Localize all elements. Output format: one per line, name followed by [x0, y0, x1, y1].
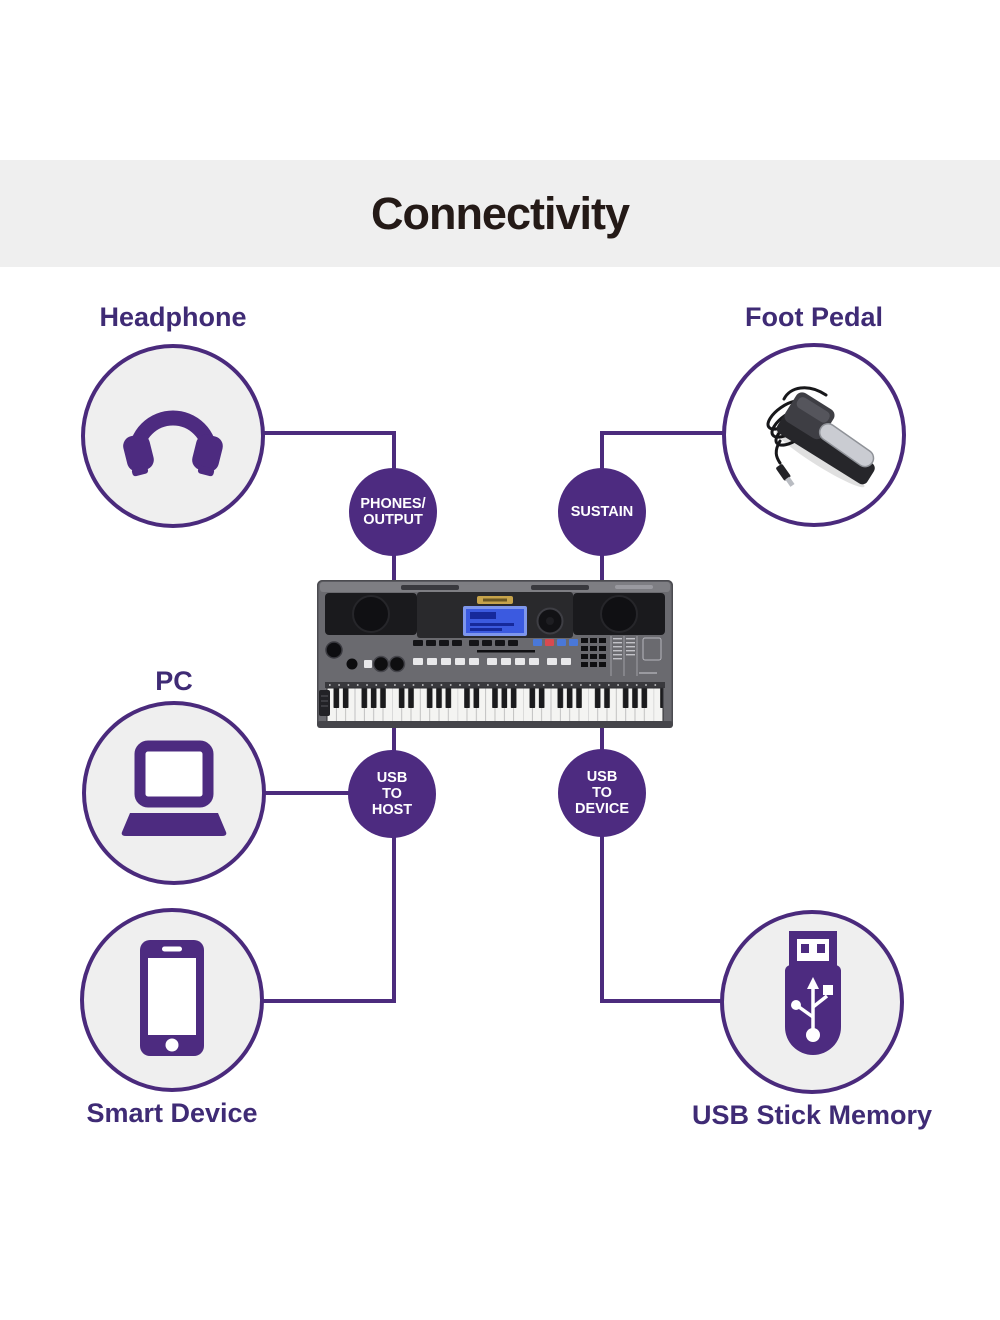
usb-flash-drive-icon	[764, 927, 860, 1078]
smart-device-node	[80, 908, 264, 1092]
keyboard-image	[317, 580, 673, 728]
laptop-icon	[112, 739, 236, 848]
port-badge-usb-to-device: USB TO DEVICE	[558, 749, 646, 837]
connector-sustain-vertical-top	[600, 431, 604, 473]
connector-usbstick-horizontal	[602, 999, 723, 1003]
connector-host-vertical-bottom	[392, 835, 396, 1003]
connector-pedal-horizontal	[600, 431, 724, 435]
headphone-node	[81, 344, 265, 528]
connector-phones-vertical-top	[392, 431, 396, 473]
sustain-pedal-photo	[734, 353, 894, 518]
smartphone-icon	[136, 938, 208, 1063]
usb-stick-node	[720, 910, 904, 1094]
port-badge-sustain: SUSTAIN	[558, 468, 646, 556]
foot-pedal-node	[722, 343, 906, 527]
usb-stick-label: USB Stick Memory	[691, 1100, 933, 1130]
connector-smartdevice-horizontal	[262, 999, 394, 1003]
headphone-label: Headphone	[99, 302, 247, 332]
port-badge-usb-to-host: USB TO HOST	[348, 750, 436, 838]
pc-label: PC	[155, 666, 193, 696]
title-band	[0, 160, 1000, 267]
connector-sustain-vertical-bottom	[600, 553, 604, 583]
connector-phones-vertical-bottom	[392, 553, 396, 583]
connector-pc-horizontal	[264, 791, 351, 795]
page-title: Connectivity	[370, 187, 630, 239]
port-badge-phones-output: PHONES/ OUTPUT	[349, 468, 437, 556]
connector-device-vertical-bottom	[600, 835, 604, 1003]
foot-pedal-label: Foot Pedal	[744, 302, 883, 332]
smart-device-label: Smart Device	[86, 1098, 258, 1128]
connector-device-vertical-top	[600, 724, 604, 753]
connector-host-vertical-top	[392, 724, 396, 753]
connector-headphone-horizontal	[261, 431, 396, 435]
headphones-icon	[112, 375, 234, 498]
pc-node	[82, 701, 266, 885]
